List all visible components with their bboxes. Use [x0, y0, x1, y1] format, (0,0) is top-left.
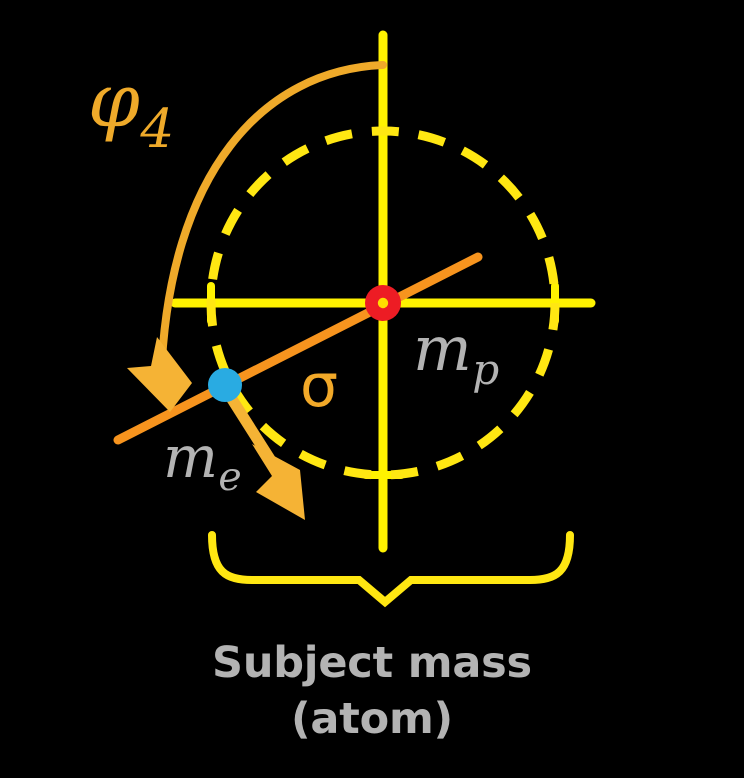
mp-base: m [413, 312, 472, 385]
caption-line-1: Subject mass [212, 638, 532, 688]
mp-subscript: p [472, 345, 500, 395]
phi-glyph: φ [88, 58, 140, 144]
caption-line-2: (atom) [290, 693, 454, 744]
label-mass-proton: mp [413, 318, 499, 391]
orbital-axis-line [113, 252, 483, 445]
phi-subscript: 4 [140, 98, 175, 161]
subject-mass-caption: Subject mass (atom) [0, 636, 744, 748]
subject-mass-brace [208, 531, 574, 608]
me-base: m [163, 423, 218, 491]
label-sigma: σ [300, 351, 339, 421]
phi-angle-arc [127, 61, 387, 412]
phi-arc-path [157, 61, 387, 384]
me-subscript: e [218, 454, 242, 501]
velocity-arrow-head [252, 444, 305, 520]
electron-velocity-arrow [225, 393, 305, 520]
orbit-circle-dashed [206, 126, 560, 480]
label-phi-4: φ4 [88, 64, 174, 157]
proton-marker [365, 285, 401, 321]
label-mass-electron: me [163, 428, 242, 498]
phi-arc-arrowhead [127, 337, 192, 412]
electron-marker [208, 368, 242, 402]
proton-core-dot [377, 297, 389, 309]
